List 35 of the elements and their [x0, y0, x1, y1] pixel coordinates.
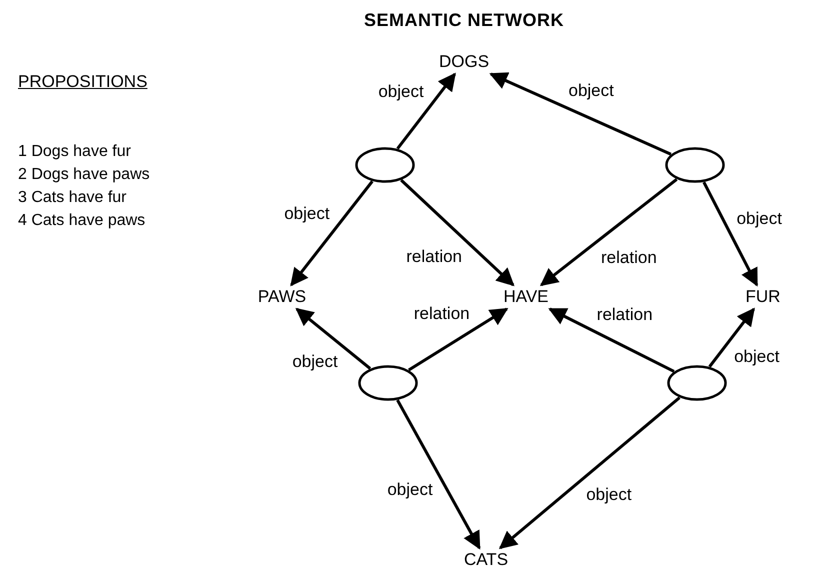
arrow [708, 308, 755, 368]
edge-label: object [385, 480, 435, 500]
edge-label: object [734, 208, 784, 229]
proposition-text: 4 Cats have paws [18, 212, 146, 230]
proposition-ellipse [667, 365, 727, 401]
arrow [548, 308, 675, 373]
arrow [396, 399, 481, 550]
arrow [396, 72, 456, 150]
concept-label: DOGS [432, 50, 496, 74]
edge-label: object [732, 347, 782, 368]
edge-label: object [376, 82, 426, 102]
diagram-title: SEMANTIC NETWORK [364, 10, 564, 31]
concept-label: PAWS [252, 285, 312, 309]
arrow [400, 179, 514, 286]
arrow [295, 308, 372, 370]
proposition-text: 1 Dogs have fur [18, 143, 131, 161]
edge-label: object [290, 352, 340, 372]
proposition-text: 2 Dogs have paws [18, 166, 150, 184]
concept-label: FUR [740, 285, 786, 309]
edge-label: object [584, 485, 634, 506]
arrow [408, 308, 508, 372]
concept-label: HAVE [497, 285, 555, 309]
proposition-ellipse [358, 365, 418, 401]
edge-label: object [566, 81, 616, 102]
concept-label: CATS [458, 548, 514, 572]
section-heading: PROPOSITIONS [18, 72, 148, 92]
proposition-ellipse [355, 147, 415, 183]
arrow [540, 178, 678, 286]
edge-label: object [282, 204, 332, 224]
arrow [498, 396, 681, 550]
arrow [290, 180, 374, 286]
proposition-ellipse [665, 147, 725, 183]
arrow [489, 72, 672, 156]
arrow [702, 182, 758, 287]
proposition-text: 3 Cats have fur [18, 189, 126, 207]
